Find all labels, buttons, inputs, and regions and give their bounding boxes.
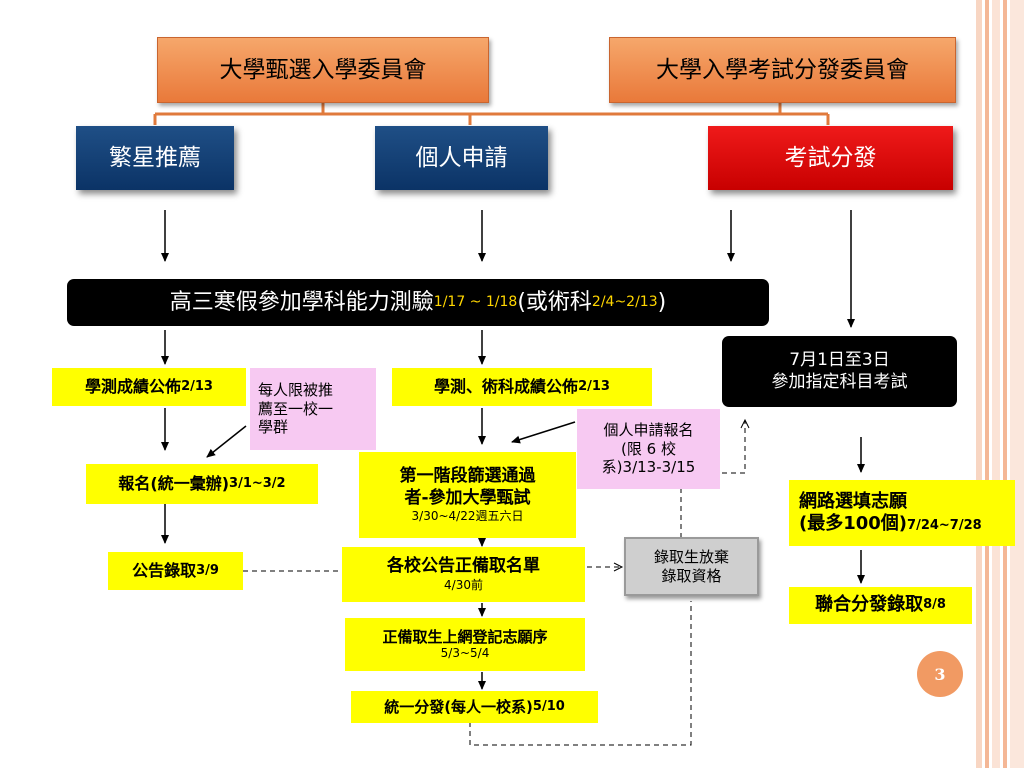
apply-line-3: 系)3/13-3/15 bbox=[601, 458, 696, 477]
channel-exam-distribution: 考試分發 bbox=[708, 126, 953, 190]
unified-distribution-label: 統一分發(每人一校系) bbox=[384, 697, 533, 716]
unified-distribution-date: 5/10 bbox=[532, 698, 565, 714]
decor-stripe-5 bbox=[1010, 0, 1024, 768]
star-register-date: 3/1~3/2 bbox=[229, 475, 286, 491]
online-preference-label: 正備取生上網登記志願序 bbox=[382, 627, 548, 646]
online-choice-box: 網路選填志願 (最多100個)7/24~7/28 bbox=[789, 480, 1015, 546]
gsat-date-1: 1/17 ~ 1/18 bbox=[433, 293, 518, 310]
decor-stripe-4 bbox=[1003, 0, 1007, 768]
admission-list-date: 4/30前 bbox=[444, 577, 483, 592]
committee-joint-selection: 大學甄選入學委員會 bbox=[157, 37, 489, 103]
gsat-main-text: 高三寒假參加學科能力測驗 bbox=[169, 289, 434, 315]
star-results-date: 2/13 bbox=[181, 378, 213, 394]
personal-apply-note: 個人申請報名 (限 6 校 系)3/13-3/15 bbox=[577, 409, 720, 489]
committee-exam-distribution: 大學入學考試分發委員會 bbox=[609, 37, 956, 103]
decor-stripe-1 bbox=[976, 0, 982, 768]
channel-star-recommendation: 繁星推薦 bbox=[76, 126, 234, 190]
unified-distribution-box: 統一分發(每人一校系)5/10 bbox=[351, 691, 598, 723]
stage1-line-2: 者-參加大學甄試 bbox=[404, 487, 531, 508]
star-note-line-1: 每人限被推 bbox=[258, 380, 334, 399]
star-announce-label: 公告錄取 bbox=[132, 561, 197, 580]
personal-results-date: 2/13 bbox=[578, 378, 610, 394]
gsat-date-2: 2/4~2/13 bbox=[591, 293, 658, 310]
waiver-line-1: 錄取生放棄 bbox=[653, 547, 729, 566]
admission-list-label: 各校公告正備取名單 bbox=[387, 556, 540, 577]
star-note-line-2: 薦至一校一 bbox=[258, 399, 334, 418]
online-preference-box: 正備取生上網登記志願序 5/3~5/4 bbox=[345, 618, 585, 671]
gsat-end-text: ) bbox=[657, 289, 667, 315]
choice-line-2: (最多100個) bbox=[799, 513, 908, 534]
ast-line-2: 參加指定科目考試 bbox=[771, 371, 908, 392]
ast-line-1: 7月1日至3日 bbox=[789, 350, 890, 371]
star-register-label: 報名(統一彙辦) bbox=[118, 474, 230, 493]
joint-admission-label: 聯合分發錄取 bbox=[815, 594, 924, 616]
apply-line-1: 個人申請報名 bbox=[603, 420, 694, 439]
waiver-box: 錄取生放棄 錄取資格 bbox=[624, 537, 759, 596]
online-preference-date: 5/3~5/4 bbox=[440, 646, 490, 661]
star-announce-date: 3/9 bbox=[196, 562, 219, 578]
star-note-line-3: 學群 bbox=[258, 418, 289, 437]
decor-stripe-2 bbox=[985, 0, 989, 768]
star-results-box: 學測成績公佈 2/13 bbox=[52, 368, 246, 406]
stage1-screening-box: 第一階段篩選通過 者-參加大學甄試 3/30~4/22週五六日 bbox=[359, 452, 576, 538]
gsat-mid-text: (或術科 bbox=[517, 289, 592, 315]
stage1-date: 3/30~4/22週五六日 bbox=[411, 508, 524, 523]
apply-line-2: (限 6 校 bbox=[621, 439, 676, 458]
personal-results-label: 學測、術科成績公佈 bbox=[434, 377, 579, 396]
channel-personal-application: 個人申請 bbox=[375, 126, 548, 190]
admission-list-box: 各校公告正備取名單 4/30前 bbox=[342, 547, 585, 602]
ast-exam-box: 7月1日至3日 參加指定科目考試 bbox=[722, 336, 957, 407]
star-register-box: 報名(統一彙辦)3/1~3/2 bbox=[86, 464, 318, 504]
star-results-label: 學測成績公佈 bbox=[85, 377, 182, 396]
decor-stripe-3 bbox=[992, 0, 1000, 768]
choice-date: 7/24~7/28 bbox=[907, 518, 982, 533]
choice-line-1: 網路選填志願 bbox=[799, 490, 907, 512]
star-limit-note: 每人限被推 薦至一校一 學群 bbox=[250, 368, 376, 450]
waiver-line-2: 錄取資格 bbox=[661, 566, 722, 585]
choice-line-2-wrap: (最多100個)7/24~7/28 bbox=[799, 513, 982, 536]
page-number-badge: 3 bbox=[917, 651, 963, 697]
stage1-line-1: 第一階段篩選通過 bbox=[399, 466, 536, 487]
joint-admission-date: 8/8 bbox=[923, 597, 946, 613]
